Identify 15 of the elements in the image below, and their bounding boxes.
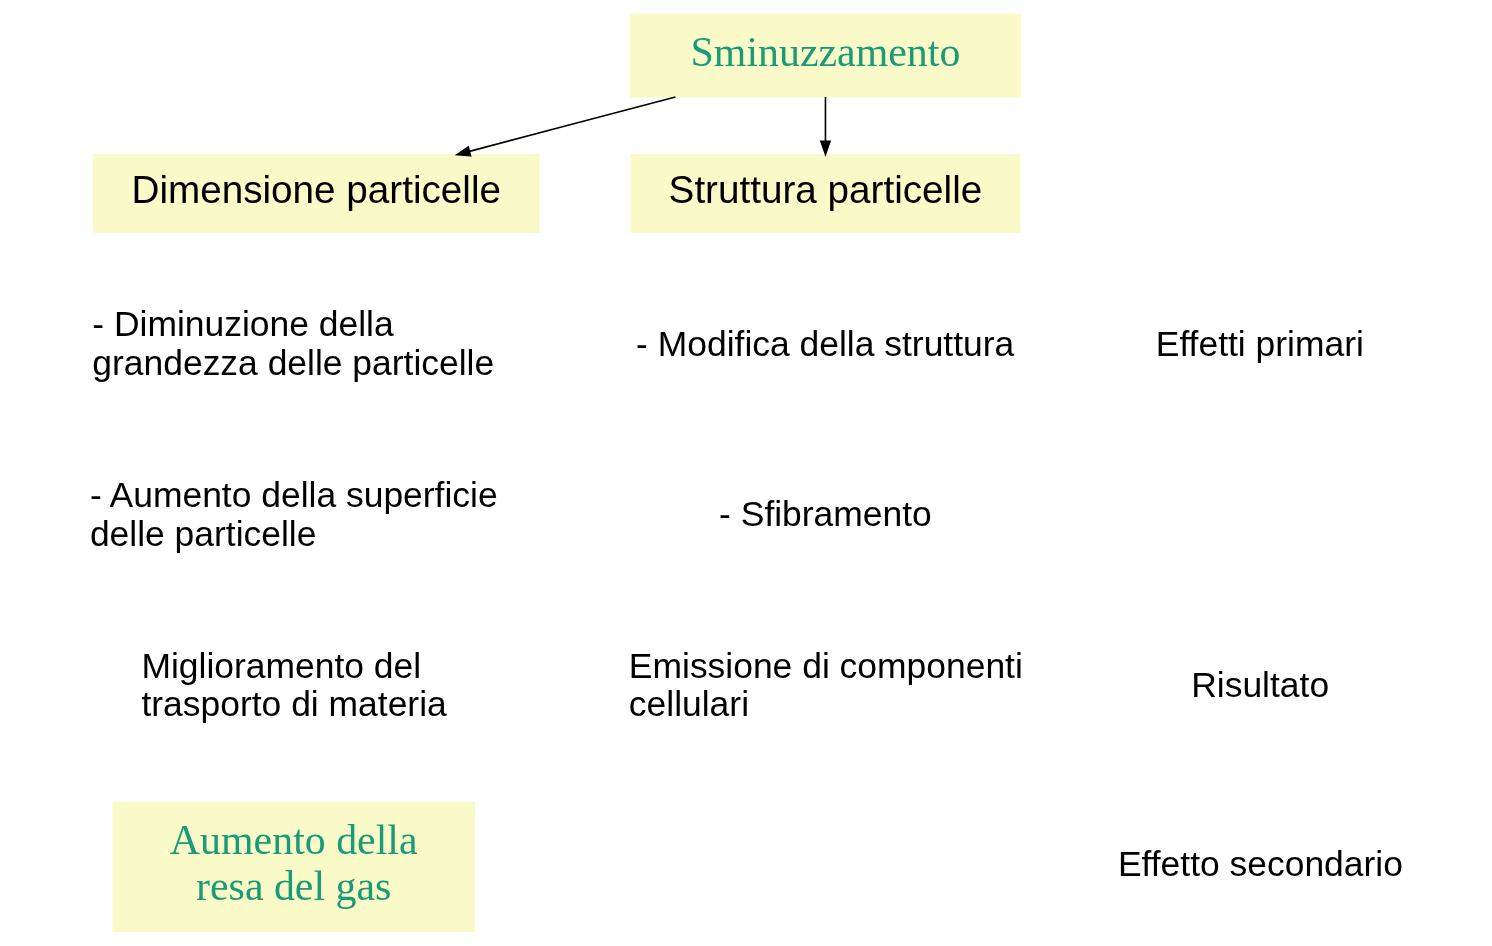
node-box: Struttura particelle bbox=[630, 153, 1020, 233]
label: Risultato bbox=[1190, 665, 1329, 706]
node-box: Dimensione particelle bbox=[92, 153, 539, 233]
node-box: Sminuzzamento bbox=[629, 13, 1021, 98]
node-box: Aumento della resa del gas bbox=[111, 801, 475, 933]
label: - Diminuzione della grandezza delle particelle bbox=[91, 304, 494, 383]
label: Effetto secondario bbox=[1117, 843, 1403, 884]
arrow bbox=[454, 96, 676, 157]
label: Emissione di componenti cellulari bbox=[628, 645, 1023, 725]
label: Miglioramento del trasporto di materia bbox=[140, 645, 447, 725]
label: - Sfibramento bbox=[718, 494, 932, 535]
label: - Modifica della struttura bbox=[635, 323, 1014, 364]
label: - Aumento della superficie delle particelle bbox=[89, 475, 498, 554]
arrow bbox=[819, 96, 831, 157]
label: Effetti primari bbox=[1155, 323, 1364, 364]
